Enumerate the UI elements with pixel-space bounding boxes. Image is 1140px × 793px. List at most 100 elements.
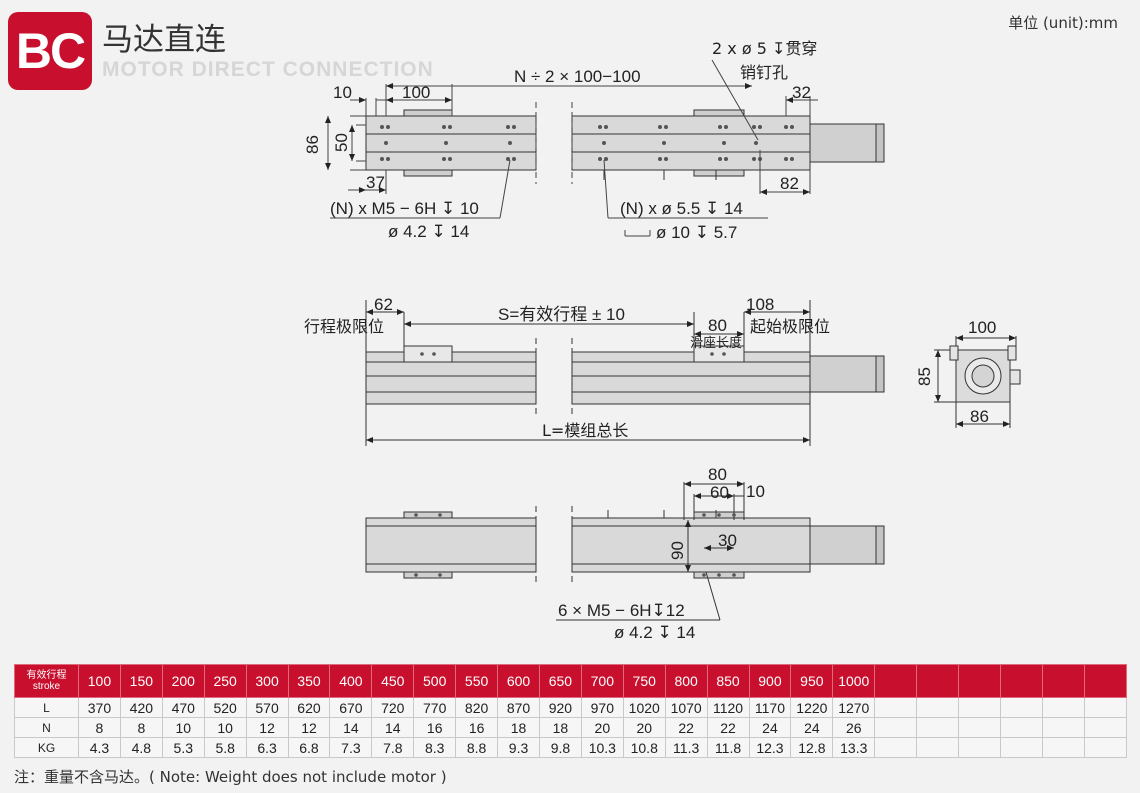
bottom-thread-spec-2: ø 4.2 ↧ 14	[614, 623, 695, 642]
dim-108: 108	[746, 295, 774, 314]
side-dim-85: 85	[915, 367, 934, 386]
weight-note: 注：重量不含马达。( Note: Weight does not include…	[14, 768, 447, 786]
table-cell: 1120	[706, 697, 750, 718]
table-cell: 16	[413, 717, 457, 738]
table-cell: 970	[580, 697, 624, 718]
stroke-header-cell: 250	[203, 664, 247, 698]
thread-spec-2: ø 4.2 ↧ 14	[388, 222, 469, 241]
table-cell: 770	[413, 697, 457, 718]
table-cell: 470	[161, 697, 205, 718]
dim-62: 62	[374, 295, 393, 314]
top-view	[365, 109, 885, 180]
pin-hole-label-2: 销钉孔	[740, 63, 788, 82]
top-n-formula: N ÷ 2 × 100−100	[514, 67, 641, 86]
table-cell	[916, 717, 960, 738]
table-cell: 22	[664, 717, 708, 738]
table-cell: 10	[161, 717, 205, 738]
stroke-header-cell: 800	[664, 664, 708, 698]
table-cell: 16	[455, 717, 499, 738]
dim-37: 37	[366, 173, 385, 192]
table-cell: 10.8	[622, 737, 666, 758]
dim-10: 10	[333, 83, 352, 102]
stroke-header-cell: 200	[161, 664, 205, 698]
table-cell: 670	[329, 697, 373, 718]
table-cell: 14	[371, 717, 415, 738]
table-cell: 4.8	[119, 737, 163, 758]
stroke-header-cell: 1000	[832, 664, 876, 698]
table-cell: 6.8	[287, 737, 331, 758]
unit-label: 单位 (unit):mm	[1008, 14, 1118, 32]
table-cell	[916, 697, 960, 718]
stroke-header-cell	[1083, 664, 1128, 698]
table-cell: 26	[832, 717, 876, 738]
table-cell	[958, 717, 1001, 738]
dim-100-top: 100	[402, 83, 430, 102]
table-cell: 1170	[748, 697, 792, 718]
table-cell: 1220	[790, 697, 834, 718]
stroke-header-cell	[958, 664, 1001, 698]
table-cell: 9.3	[497, 737, 540, 758]
slider-length-label: 滑座长度	[690, 335, 742, 351]
table-cell	[1041, 697, 1085, 718]
stroke-header-cell: 750	[622, 664, 666, 698]
end-limit-label: 行程极限位	[304, 317, 384, 336]
table-cell: 24	[790, 717, 834, 738]
table-cell: 14	[329, 717, 373, 738]
bottom-dim-10: 10	[746, 482, 765, 501]
table-cell: 1270	[832, 697, 876, 718]
stroke-header-cell: 450	[371, 664, 415, 698]
front-view	[365, 300, 885, 446]
table-cell	[1041, 737, 1085, 758]
table-cell	[1083, 697, 1128, 718]
table-cell: 420	[119, 697, 163, 718]
table-cell: 820	[455, 697, 499, 718]
table-cell: 20	[580, 717, 624, 738]
row-label: N	[14, 717, 79, 738]
dim-32: 32	[792, 83, 811, 102]
bottom-dim-30: 30	[718, 531, 737, 550]
stroke-header-cell: 950	[790, 664, 834, 698]
stroke-header-cell: 100	[78, 664, 121, 698]
bottom-dim-80: 80	[708, 465, 727, 484]
row-label: KG	[14, 737, 79, 758]
table-cell	[999, 697, 1043, 718]
dim-82: 82	[780, 174, 799, 193]
table-cell: 12	[245, 717, 289, 738]
table-cell: 920	[538, 697, 582, 718]
stroke-header-cell: 500	[413, 664, 457, 698]
table-cell: 8	[78, 717, 121, 738]
table-cell: 11.3	[664, 737, 708, 758]
stroke-header-cell	[1041, 664, 1085, 698]
table-cell: 8	[119, 717, 163, 738]
table-cell: 6.3	[245, 737, 289, 758]
stroke-header-cell	[916, 664, 960, 698]
table-cell: 9.8	[538, 737, 582, 758]
table-cell	[874, 737, 918, 758]
bottom-thread-spec-1: 6 × M5 − 6H↧12	[558, 601, 685, 620]
table-cell	[999, 737, 1043, 758]
side-view	[934, 335, 1021, 428]
stroke-header-cell: 300	[245, 664, 289, 698]
table-cell: 8.3	[413, 737, 457, 758]
thread-spec-1: (N) x M5 − 6H ↧ 10	[330, 199, 479, 218]
table-cell: 18	[538, 717, 582, 738]
stroke-header-cell: 600	[497, 664, 540, 698]
brand-logo: BC	[8, 12, 92, 90]
table-cell: 720	[371, 697, 415, 718]
table-cell	[999, 717, 1043, 738]
table-cell	[874, 697, 918, 718]
table-cell: 12.8	[790, 737, 834, 758]
stroke-header-cell: 700	[580, 664, 624, 698]
start-limit-label: 起始极限位	[750, 317, 830, 336]
stroke-header-cell: 150	[119, 664, 163, 698]
table-cell: 620	[287, 697, 331, 718]
table-cell: 5.3	[161, 737, 205, 758]
table-cell: 7.3	[329, 737, 373, 758]
stroke-header-cell: 650	[538, 664, 582, 698]
total-length-label: L=模组总长	[542, 421, 628, 440]
